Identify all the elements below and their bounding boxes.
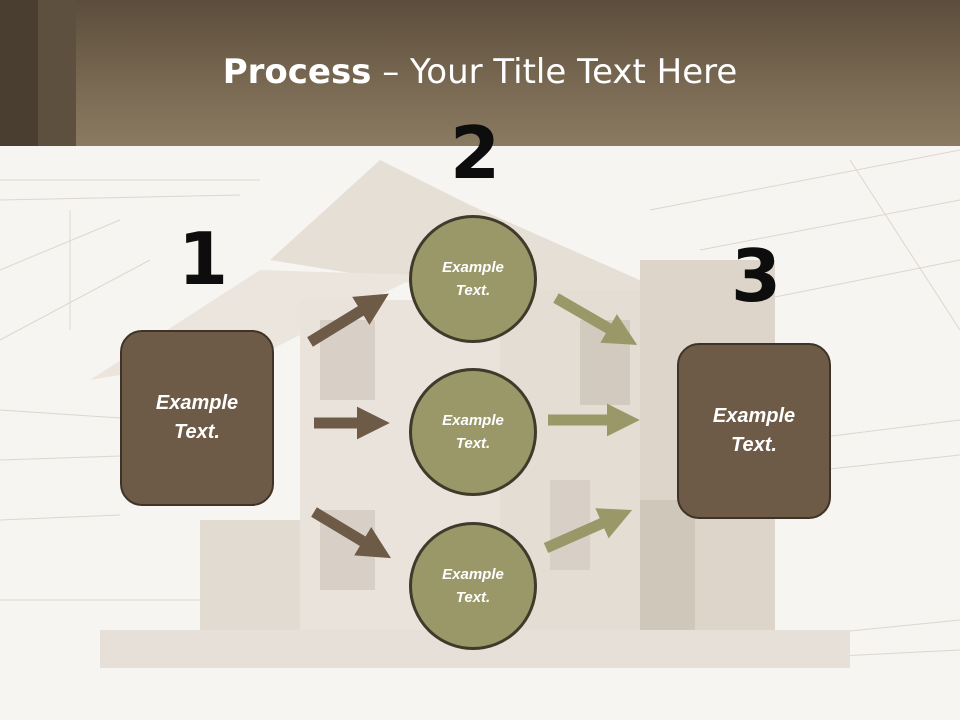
circle-top-label: Example Text.	[442, 259, 504, 299]
circle-bottom-label: Example Text.	[442, 566, 504, 606]
slide-title: Process – Your Title Text Here	[0, 52, 960, 92]
step-2-circle-middle: Example Text.	[409, 368, 537, 496]
slide-title-bold: Process	[222, 52, 372, 92]
step-1-label: Example Text.	[155, 392, 239, 443]
title-bar-stripe	[0, 0, 38, 146]
step-1-box: Example Text.	[120, 330, 274, 506]
slide-title-rest: – Your Title Text Here	[371, 52, 738, 92]
title-bar	[0, 0, 960, 146]
step-2-circle-bottom: Example Text.	[409, 522, 537, 650]
arrow-1-to-top	[307, 293, 389, 347]
step-2-circle-top: Example Text.	[409, 215, 537, 343]
step-number-2: 2	[450, 111, 501, 195]
step-number-3: 3	[731, 234, 782, 318]
step-3-box: Example Text.	[677, 343, 831, 519]
arrow-top-to-3	[553, 293, 638, 345]
circle-middle-label: Example Text.	[442, 412, 504, 452]
arrow-1-to-bottom	[311, 507, 391, 559]
arrow-bottom-to-3	[543, 508, 633, 554]
title-bar-stripe	[38, 0, 76, 146]
step-3-label: Example Text.	[712, 405, 796, 456]
step-number-1: 1	[178, 217, 229, 301]
